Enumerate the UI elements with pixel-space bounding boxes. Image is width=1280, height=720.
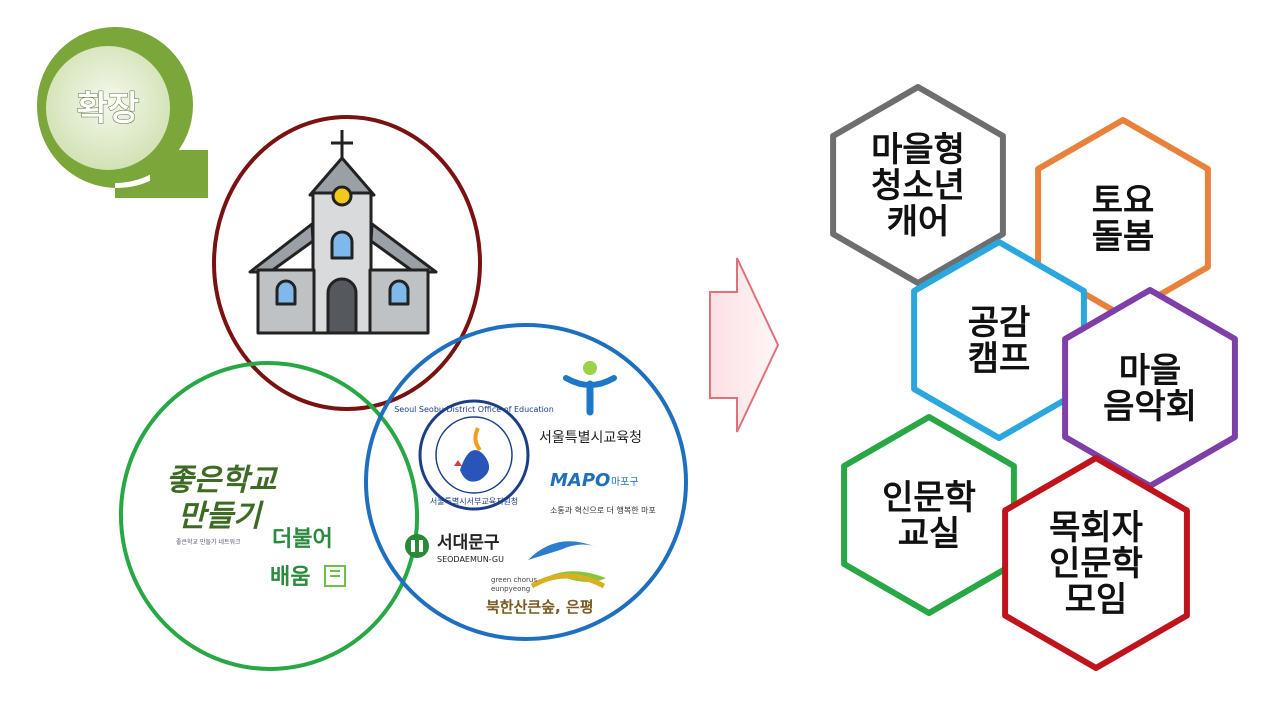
- badge-label: 확장: [77, 89, 140, 129]
- seodaemun-kr: 서대문구: [437, 533, 500, 553]
- eunpyeong-small-1: green chorus: [491, 576, 537, 584]
- mapo-slogan: 소통과 혁신으로 더 행복한 마포: [550, 505, 656, 515]
- hex-youth-care-shape: [830, 84, 1006, 286]
- seobu-ring-top: Seoul Seobu District Office of Education: [394, 405, 554, 414]
- good-school-small: 좋은학교 만들기 네트워크: [176, 538, 241, 546]
- hex-pastor-humanities-line-3: 모임: [1065, 580, 1128, 620]
- green-circle: [118, 361, 420, 671]
- seodaemun-en: SEODAEMUN-GU: [437, 555, 504, 564]
- expansion-badge: 확장: [37, 27, 209, 198]
- together-line1: 더불어: [272, 527, 333, 552]
- church-circle: [212, 115, 482, 411]
- together-learning-logo: 더불어 배움: [270, 527, 346, 590]
- mapo-kr: 마포구: [611, 476, 639, 488]
- book-icon: [324, 565, 346, 587]
- good-school-line1: 좋은학교: [166, 463, 279, 498]
- right-arrow: [709, 257, 780, 433]
- eunpyeong-small-2: eunpyeong: [491, 585, 530, 593]
- hex-humanities-class-shape: [841, 414, 1017, 616]
- together-line2: 배움: [270, 565, 310, 590]
- hex-village-concert-line-1: 마을: [1119, 351, 1182, 391]
- hex-saturday-care-line-1: 토요: [1092, 181, 1155, 221]
- eunpyeong-logo: green chorus eunpyeong 북한산큰숲, 은평: [486, 541, 606, 616]
- hex-empathy-camp-shape: [911, 239, 1087, 441]
- hex-youth-care-line-1: 마을형: [871, 130, 965, 170]
- hex-humanities-class-line-1: 인문학: [882, 478, 976, 518]
- seoul-edu-logo: 서울특별시교육청: [539, 361, 642, 446]
- eunpyeong-kr: 북한산큰숲, 은평: [486, 598, 594, 616]
- good-school-logo: 좋은학교 만들기 좋은학교 만들기 네트워크: [166, 463, 279, 546]
- seoul-edu-office-label: 서울특별시교육청: [539, 430, 642, 446]
- hex-pastor-humanities-line-1: 목회자: [1049, 508, 1143, 548]
- blue-circle: [364, 323, 688, 641]
- hex-pastor-humanities-shape: [1002, 455, 1190, 671]
- hex-youth-care-line-3: 캐어: [887, 202, 950, 242]
- hex-empathy-camp-line-2: 캠프: [968, 339, 1031, 379]
- mapo-logo: MAPO 마포구 소통과 혁신으로 더 행복한 마포: [550, 470, 656, 515]
- hex-empathy-camp-line-1: 공감: [968, 303, 1031, 343]
- church-icon: [248, 130, 438, 335]
- hex-saturday-care-line-2: 돌봄: [1092, 217, 1155, 257]
- seobu-ring-bottom: 서울특별시서부교육지원청: [430, 496, 518, 506]
- seobu-office-seal: Seoul Seobu District Office of Education…: [394, 399, 554, 511]
- hex-youth-care-line-2: 청소년: [871, 166, 965, 206]
- mapo-en: MAPO: [550, 470, 610, 491]
- good-school-line2: 만들기: [178, 499, 264, 534]
- seodaemun-logo: 서대문구 SEODAEMUN-GU: [405, 533, 504, 564]
- hex-village-concert-line-2: 음악회: [1103, 387, 1197, 427]
- hex-humanities-class-line-2: 교실: [898, 514, 961, 554]
- hex-pastor-humanities-line-2: 인문학: [1049, 544, 1143, 584]
